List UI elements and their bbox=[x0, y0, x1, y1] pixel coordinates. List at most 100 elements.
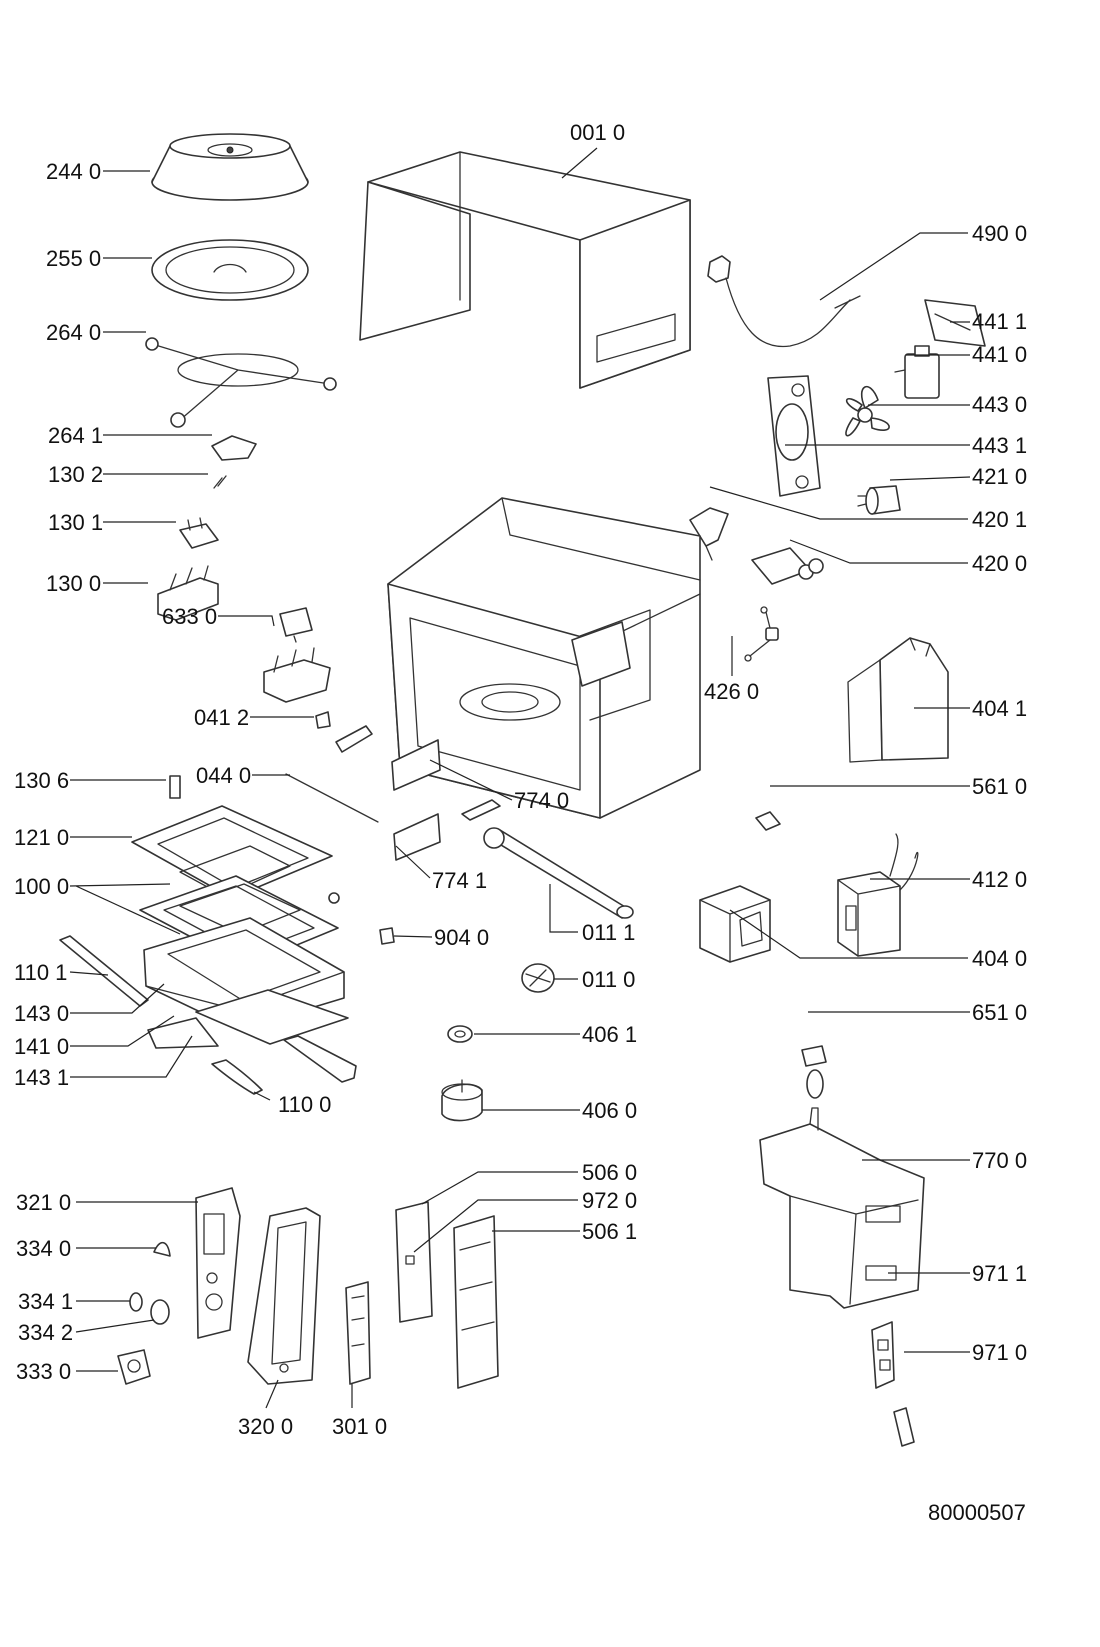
label-774-1: 774 1 bbox=[432, 868, 487, 893]
label-770-0: 770 0 bbox=[972, 1148, 1027, 1173]
part-426-0-thermal-fuse bbox=[744, 606, 779, 662]
label-333-0: 333 0 bbox=[16, 1359, 71, 1384]
part-hinge bbox=[461, 799, 501, 821]
part-130-2-spring bbox=[213, 475, 227, 489]
part-506-1-main-board bbox=[453, 1215, 499, 1389]
label-244-0: 244 0 bbox=[46, 159, 101, 184]
label-404-0: 404 0 bbox=[972, 946, 1027, 971]
label-264-1: 264 1 bbox=[48, 423, 103, 448]
part-971-1-switch bbox=[871, 1321, 895, 1389]
part-490-0-power-cord bbox=[707, 255, 861, 348]
label-406-0: 406 0 bbox=[582, 1098, 637, 1123]
label-143-0: 143 0 bbox=[14, 1001, 69, 1026]
part-412-0-transformer bbox=[837, 833, 919, 957]
part-420-0-hv-capacitor bbox=[751, 547, 824, 585]
label-130-1: 130 1 bbox=[48, 510, 103, 535]
label-904-0: 904 0 bbox=[434, 925, 489, 950]
part-143-1-lower-panel bbox=[147, 1017, 357, 1083]
label-141-0: 141 0 bbox=[14, 1034, 69, 1059]
label-044-0: 044 0 bbox=[196, 763, 251, 788]
label-971-1: 971 1 bbox=[972, 1261, 1027, 1286]
label-121-0: 121 0 bbox=[14, 825, 69, 850]
part-cavity bbox=[387, 497, 701, 819]
label-420-1: 420 1 bbox=[972, 507, 1027, 532]
label-334-1: 334 1 bbox=[18, 1289, 73, 1314]
part-011-0-stirrer bbox=[521, 963, 555, 993]
label-426-0: 426 0 bbox=[704, 679, 759, 704]
label-334-0: 334 0 bbox=[16, 1236, 71, 1261]
label-506-0: 506 0 bbox=[582, 1160, 637, 1185]
label-011-1: 011 1 bbox=[582, 920, 635, 945]
label-001-0: 001 0 bbox=[570, 120, 625, 145]
label-334-2: 334 2 bbox=[18, 1320, 73, 1345]
part-141-0-sheet bbox=[195, 989, 349, 1045]
part-110-1-trim bbox=[59, 935, 149, 1007]
part-255-0-glass-plate bbox=[151, 239, 309, 301]
part-321-0-control-panel bbox=[195, 1187, 241, 1339]
part-651-0-lamp bbox=[801, 1045, 827, 1099]
label-110-1: 110 1 bbox=[14, 960, 67, 985]
label-421-0: 421 0 bbox=[972, 464, 1027, 489]
label-441-1: 441 1 bbox=[972, 309, 1027, 334]
label-130-2: 130 2 bbox=[48, 462, 103, 487]
label-011-0: 011 0 bbox=[582, 967, 635, 992]
part-044-0-rod bbox=[285, 773, 379, 823]
part-264-0-roller-ring bbox=[145, 337, 337, 428]
part-130-0-latch-bracket bbox=[157, 565, 219, 621]
part-011-1-stirrer-arm bbox=[483, 827, 634, 919]
label-441-0: 441 0 bbox=[972, 342, 1027, 367]
label-110-0: 110 0 bbox=[278, 1092, 331, 1117]
part-506-0-board bbox=[395, 1201, 433, 1323]
document-number: 80000507 bbox=[928, 1500, 1026, 1525]
label-255-0: 255 0 bbox=[46, 246, 101, 271]
part-130-1-switch-holder bbox=[179, 517, 219, 549]
part-443-0-fan-blade bbox=[845, 385, 890, 437]
part-443-1-fan-housing bbox=[767, 375, 821, 497]
part-264-1-coupler bbox=[211, 435, 257, 461]
part-334-1-knob bbox=[129, 1292, 143, 1312]
part-333-0 bbox=[117, 1349, 151, 1385]
part-774-0-mica bbox=[391, 739, 441, 791]
label-972-0: 972 0 bbox=[582, 1188, 637, 1213]
part-770-0-bracket bbox=[759, 1107, 925, 1309]
label-443-1: 443 1 bbox=[972, 433, 1027, 458]
label-041-2: 041 2 bbox=[194, 705, 249, 730]
part-971-0-fuse bbox=[893, 1407, 915, 1447]
part-774-1-mica bbox=[393, 813, 441, 861]
label-264-0: 264 0 bbox=[46, 320, 101, 345]
label-130-0: 130 0 bbox=[46, 571, 101, 596]
part-904-0 bbox=[379, 927, 395, 945]
part-labels: 001 0 490 0 441 1 441 0 443 0 443 1 421 … bbox=[14, 120, 1027, 1525]
label-301-0: 301 0 bbox=[332, 1414, 387, 1439]
label-774-0: 774 0 bbox=[514, 788, 569, 813]
part-244-0-cover bbox=[151, 133, 309, 201]
label-506-1: 506 1 bbox=[582, 1219, 637, 1244]
label-406-1: 406 1 bbox=[582, 1022, 637, 1047]
part-110-0-clip bbox=[211, 1059, 263, 1095]
label-633-0: 633 0 bbox=[162, 604, 217, 629]
part-334-2-knob bbox=[150, 1299, 170, 1325]
part-130-6 bbox=[169, 775, 181, 799]
label-412-0: 412 0 bbox=[972, 867, 1027, 892]
leader-lines bbox=[69, 147, 971, 1409]
part-320-0-control-housing bbox=[247, 1207, 321, 1385]
part-latch-bracket-2 bbox=[263, 647, 331, 703]
label-100-0: 100 0 bbox=[14, 874, 69, 899]
part-421-0-capacitor bbox=[857, 485, 901, 515]
label-404-1: 404 1 bbox=[972, 696, 1027, 721]
part-334-0-knob bbox=[153, 1241, 171, 1257]
part-633-0-relay bbox=[279, 607, 313, 643]
part-561-0-clip bbox=[755, 811, 781, 831]
label-443-0: 443 0 bbox=[972, 392, 1027, 417]
part-404-1-air-guide bbox=[847, 637, 949, 763]
part-420-1-diode bbox=[689, 507, 729, 561]
part-441-0-fan-motor bbox=[894, 345, 940, 399]
part-041-2 bbox=[315, 711, 331, 729]
label-130-6: 130 6 bbox=[14, 768, 69, 793]
part-301-0-pcb bbox=[345, 1281, 371, 1385]
label-321-0: 321 0 bbox=[16, 1190, 71, 1215]
part-404-0-transformer bbox=[699, 885, 771, 963]
part-lever bbox=[335, 725, 373, 753]
part-406-1 bbox=[447, 1025, 473, 1043]
